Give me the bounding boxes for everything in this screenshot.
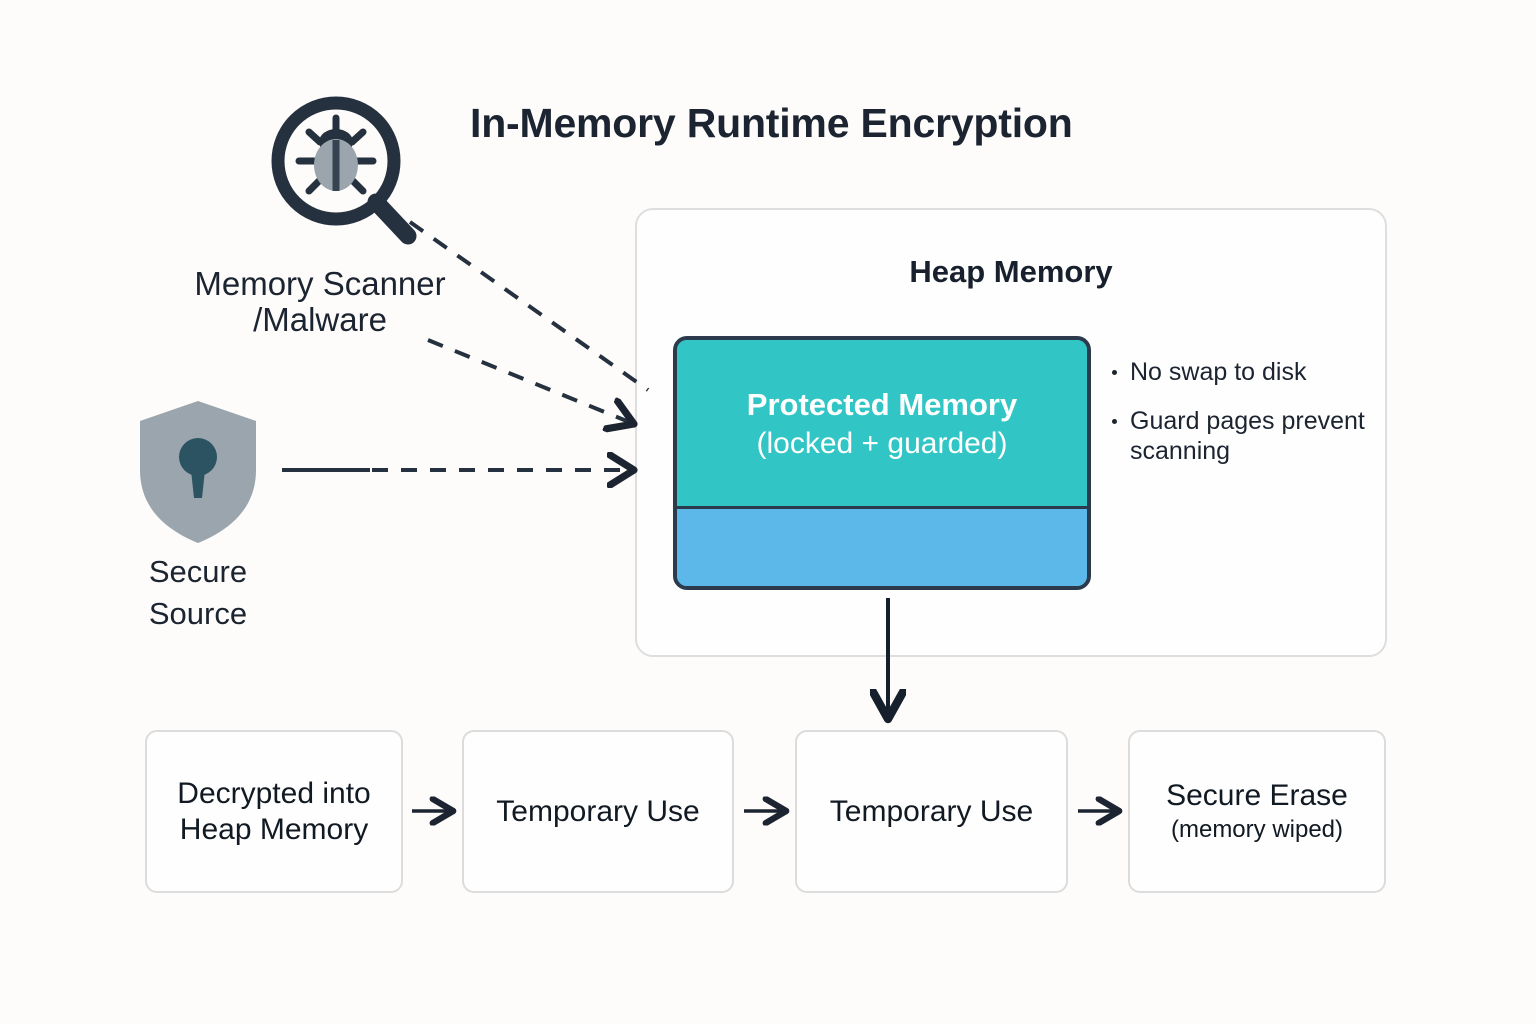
protected-memory-line2: (locked + guarded) [756, 426, 1008, 460]
heap-note-1: Guard pages prevent scanning [1108, 406, 1380, 467]
protected-memory-line1: Protected Memory [746, 387, 1018, 422]
flow-box-secure-erase: Secure Erase (memory wiped) [1128, 730, 1386, 893]
shield-keyhole-icon [133, 398, 263, 546]
secure-source-line2: Source [148, 595, 248, 631]
magnifier-bug-icon [265, 90, 425, 255]
heap-note-0: No swap to disk [1108, 357, 1380, 388]
flow-box-temporary-use-1: Temporary Use [462, 730, 734, 893]
flow-box-3-main: Secure Erase [1166, 779, 1348, 813]
heap-memory-label: Heap Memory [909, 254, 1113, 289]
secure-source-label: Secure Source [78, 551, 318, 635]
flow-box-3-sub: (memory wiped) [1170, 815, 1344, 843]
scanner-label-line1: Memory Scanner [194, 265, 446, 302]
heap-memory-notes: No swap to disk Guard pages prevent scan… [1108, 357, 1380, 485]
protected-memory-text: Protected Memory (locked + guarded) [677, 386, 1087, 462]
flow-box-0-main: Decrypted into Heap Memory [177, 777, 371, 846]
connector-scanner-lower [427, 338, 634, 424]
protected-memory-top-segment [677, 340, 1087, 509]
secure-source-line1: Secure [148, 554, 248, 589]
protected-memory-block: Protected Memory (locked + guarded) [673, 336, 1091, 590]
flow-box-2-main: Temporary Use [829, 794, 1034, 828]
scanner-label: Memory Scanner /Malware [140, 266, 500, 337]
page-title: In-Memory Runtime Encryption [470, 100, 1073, 146]
flow-box-decrypted-into-heap-memory: Decrypted into Heap Memory [145, 730, 403, 893]
protected-memory-bottom-segment [677, 509, 1087, 586]
scanner-label-line2: /Malware [253, 300, 387, 338]
flow-box-temporary-use-2: Temporary Use [795, 730, 1068, 893]
flow-box-1-main: Temporary Use [496, 794, 700, 828]
